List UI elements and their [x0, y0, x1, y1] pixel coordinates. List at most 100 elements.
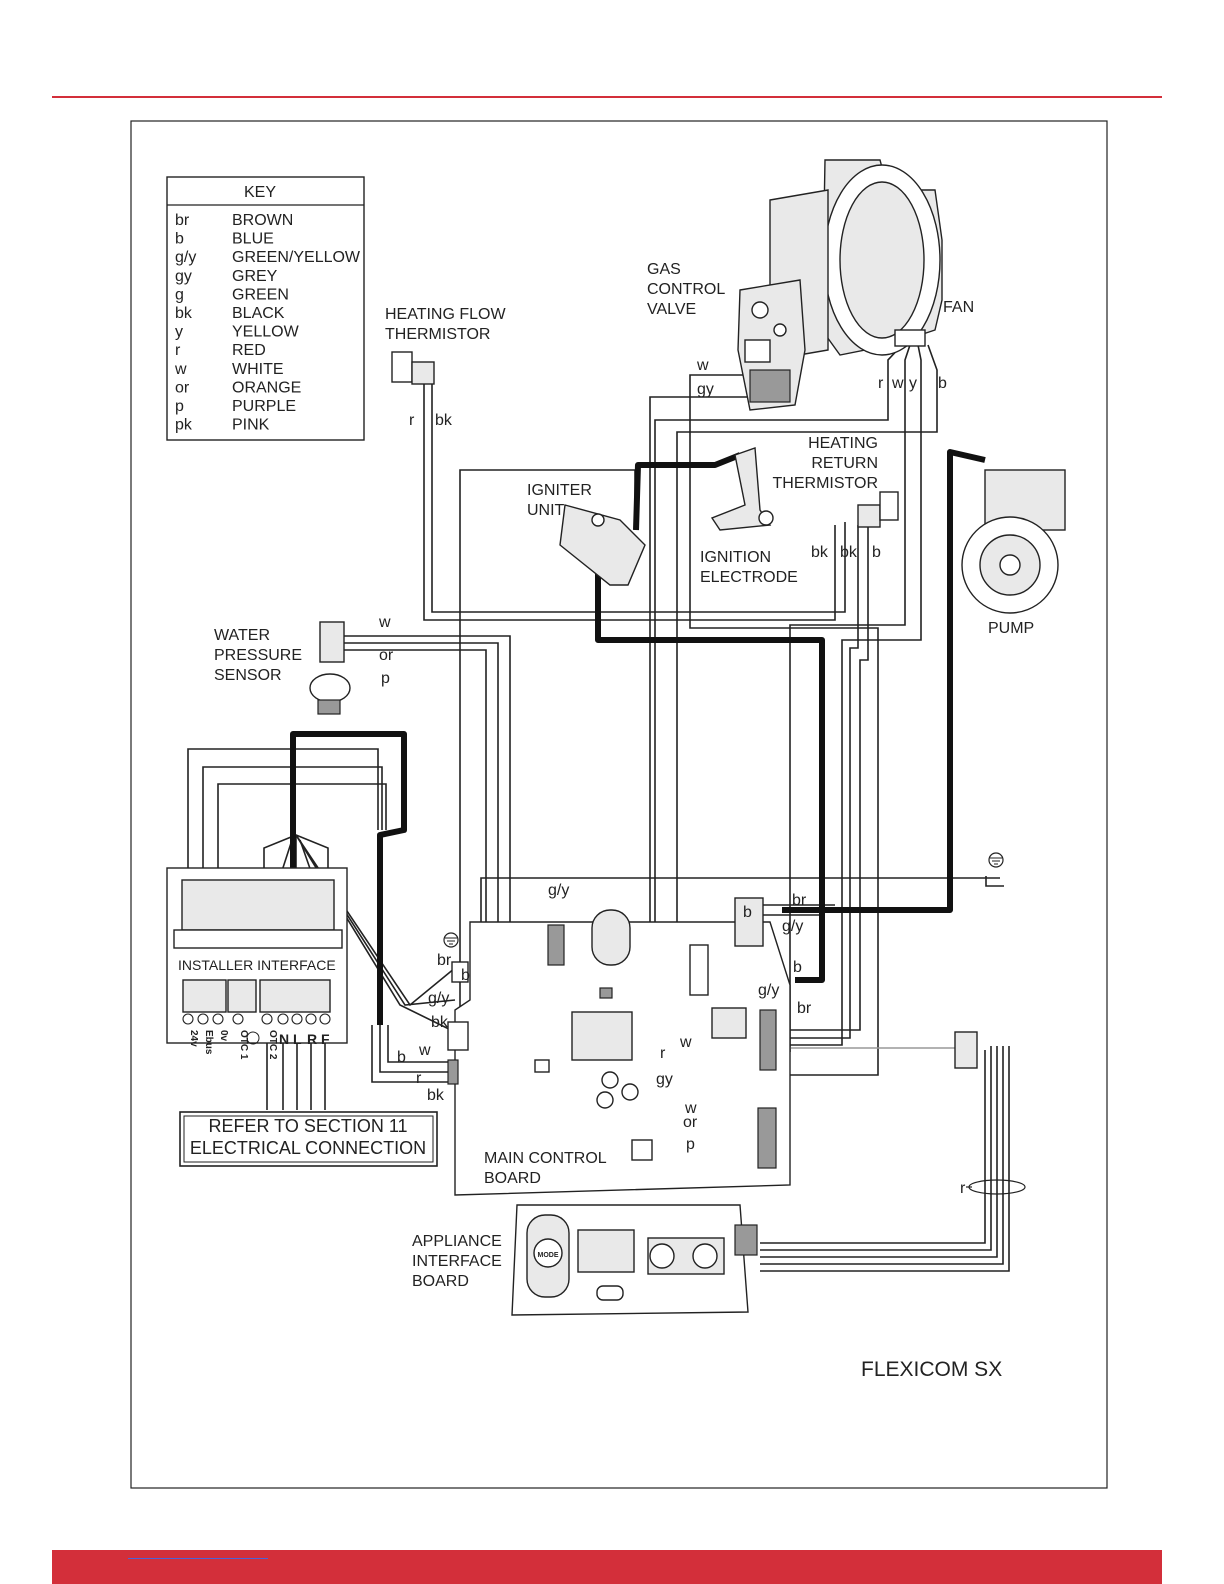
wire-label: bk: [435, 412, 453, 429]
installer-interface: [166, 867, 348, 1044]
key-colour-name: ORANGE: [232, 379, 301, 396]
terminal-label: N: [279, 1031, 289, 1047]
key-code: w: [174, 361, 187, 378]
reference-line-2: ELECTRICAL CONNECTION: [190, 1138, 426, 1158]
wire-label: w: [679, 1034, 692, 1051]
terminal-screw: [182, 1013, 194, 1025]
wire-label: w: [891, 375, 904, 392]
terminal-label: Ebus: [203, 1030, 214, 1055]
wire-label: r: [660, 1045, 666, 1062]
gas-valve-label-3: VALVE: [647, 301, 696, 318]
wire-label: w: [696, 357, 709, 374]
key-colour-name: GREY: [232, 268, 278, 285]
terminal-label: 0v: [218, 1030, 229, 1042]
key-code: p: [175, 398, 184, 415]
pressure-sensor-label-1: WATER: [214, 627, 270, 644]
wire-label: r: [416, 1070, 422, 1087]
wire-label: r: [878, 375, 884, 392]
return-thermistor-label-2: RETURN: [811, 455, 878, 472]
key-colour-name: BROWN: [232, 212, 293, 229]
wire-label: w: [418, 1042, 431, 1059]
wire-label: p: [381, 670, 390, 687]
heating-flow-thermistor: [391, 351, 435, 385]
terminal-screw: [291, 1013, 303, 1025]
wire-label: bk: [427, 1087, 445, 1104]
pump: [961, 469, 1066, 614]
key-colour-name: GREEN/YELLOW: [232, 249, 361, 266]
footer-link-underline[interactable]: [128, 1558, 268, 1559]
key-colour-name: BLACK: [232, 305, 285, 322]
terminal-screw: [305, 1013, 317, 1025]
terminal-screw: [277, 1013, 289, 1025]
labels: GAS CONTROL VALVE FAN HEATING FLOW THERM…: [178, 261, 1034, 1381]
key-colour-name: YELLOW: [232, 324, 300, 341]
fan-assembly: [769, 159, 943, 361]
wire-label: br: [797, 1000, 812, 1017]
flow-thermistor-label-2: THERMISTOR: [385, 326, 490, 343]
appliance-board-label-3: BOARD: [412, 1273, 469, 1290]
wire-label: b: [793, 959, 802, 976]
terminal-label: R: [307, 1031, 317, 1047]
flow-thermistor-label-1: HEATING FLOW: [385, 306, 506, 323]
wire-label: p: [686, 1136, 695, 1153]
thick-wiring: [290, 449, 986, 1025]
gas-valve-label-2: CONTROL: [647, 281, 725, 298]
pressure-sensor-label-3: SENSOR: [214, 667, 282, 684]
terminal-label: F: [321, 1031, 330, 1047]
header-rule: [52, 96, 1162, 98]
wire-label: or: [379, 647, 394, 664]
wire-label: br: [437, 952, 452, 969]
igniter-label-2: UNIT: [527, 502, 565, 519]
wire-label: g/y: [758, 982, 779, 999]
igniter-unit: [559, 504, 646, 586]
return-thermistor-label-1: HEATING: [808, 435, 878, 452]
main-control-board: [447, 897, 791, 1196]
key-code: y: [175, 324, 183, 341]
key-title: KEY: [244, 184, 276, 201]
terminal-screw: [319, 1013, 331, 1025]
return-thermistor-label-3: THERMISTOR: [773, 475, 878, 492]
key-code: bk: [175, 305, 193, 322]
key-code: b: [175, 231, 184, 248]
terminal-screw: [261, 1013, 273, 1025]
model-name: FLEXICOM SX: [861, 1358, 1002, 1381]
wire-label: b: [397, 1049, 406, 1066]
terminal-screw: [197, 1013, 209, 1025]
pressure-sensor-label-2: PRESSURE: [214, 647, 302, 664]
appliance-board-label-2: INTERFACE: [412, 1253, 502, 1270]
installer-interface-label: INSTALLER INTERFACE: [178, 957, 336, 973]
key-code: r: [175, 342, 181, 359]
key-colour-name: RED: [232, 342, 266, 359]
wire-label: b: [938, 375, 947, 392]
key-code: g/y: [175, 249, 196, 266]
key-code: gy: [175, 268, 192, 285]
earth-icon: [988, 852, 1004, 868]
wire-label: y: [909, 375, 917, 392]
wire-label: g/y: [782, 918, 803, 935]
gas-control-valve: [737, 279, 806, 411]
diagram-frame: [130, 120, 1108, 1489]
wire-label: r: [409, 412, 415, 429]
electrode-label-2: ELECTRODE: [700, 569, 798, 586]
ignition-electrode: [710, 447, 774, 531]
key-colour-name: GREEN: [232, 286, 289, 303]
wire-label: or: [683, 1114, 698, 1131]
terminal-earth-icon: [246, 1031, 260, 1045]
wire-label: bk: [431, 1014, 449, 1031]
appliance-interface-board: [511, 1204, 758, 1316]
wire-label: b: [461, 967, 470, 984]
reference-line-1: REFER TO SECTION 11: [208, 1116, 407, 1136]
wire-label: gy: [656, 1071, 673, 1088]
key-colour-name: BLUE: [232, 231, 274, 248]
board-earth-icon: [443, 932, 459, 948]
mode-button-label: MODE: [538, 1252, 559, 1259]
wire-label: b: [872, 544, 881, 561]
main-board-label-1: MAIN CONTROL: [484, 1150, 607, 1167]
water-pressure-sensor: [309, 621, 351, 715]
wire-label: bk: [840, 544, 858, 561]
wire-label: br: [792, 892, 807, 909]
key-code: g: [175, 286, 184, 303]
